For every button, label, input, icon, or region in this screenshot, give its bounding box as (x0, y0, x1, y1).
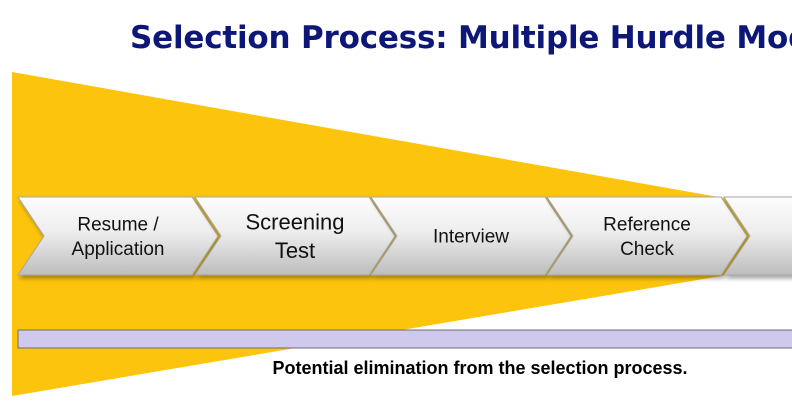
chevron-shape (546, 196, 748, 276)
process-step-5: D (723, 196, 792, 276)
elimination-label: Potential elimination from the selection… (272, 358, 687, 378)
step-label-line: Resume / (77, 214, 159, 235)
slide-title: Selection Process: Multiple Hurdle Mode (130, 20, 792, 56)
step-label-line: Interview (433, 227, 509, 248)
chevron-shape (17, 196, 219, 276)
step-label-line: Reference (603, 214, 691, 235)
step-label-line: Test (275, 238, 315, 263)
step-label-line: Screening (245, 209, 344, 234)
chevron-shape (370, 196, 572, 276)
chevron-shape (723, 196, 792, 276)
elimination-bar (17, 329, 792, 349)
process-step-3: Interview (370, 196, 572, 276)
step-label-line: Application (72, 239, 165, 260)
process-step-1: Resume / Application (17, 196, 219, 276)
chevron-shape (194, 196, 396, 276)
step-label-line: Check (620, 239, 674, 260)
